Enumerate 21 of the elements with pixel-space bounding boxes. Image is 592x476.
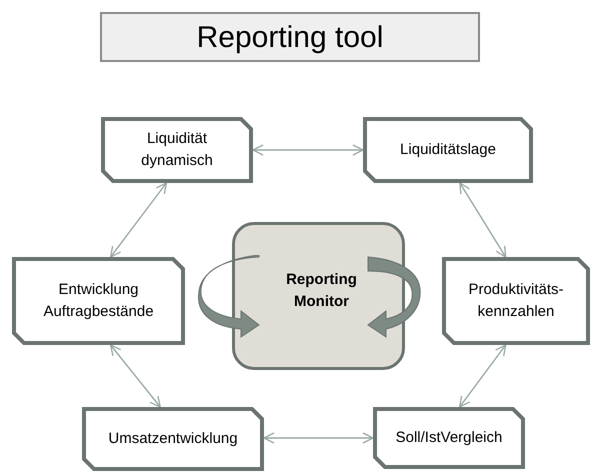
- process-box: [12, 257, 185, 345]
- double-arrow: [110, 182, 167, 258]
- node-label: Soll/IstVergleich: [396, 428, 502, 448]
- node-label: Entwicklung Auftragbestände: [42, 280, 155, 322]
- process-box: [82, 407, 264, 471]
- process-box: [363, 117, 533, 183]
- double-arrow: [459, 344, 506, 408]
- double-arrow: [252, 144, 364, 156]
- node-label: Umsatzentwicklung: [108, 429, 238, 449]
- node-label: Produktivitäts- kennzahlen: [467, 280, 565, 322]
- process-box: [101, 117, 253, 183]
- title-box: [100, 12, 480, 62]
- title-text: Reporting tool: [196, 20, 384, 56]
- double-arrow: [110, 344, 161, 408]
- process-box: [442, 257, 590, 345]
- node-label: Liquiditätslage: [400, 140, 496, 160]
- double-arrow: [459, 182, 506, 258]
- node-label: Liquidität dynamisch: [140, 129, 214, 171]
- double-arrow: [263, 432, 374, 444]
- process-box: [373, 407, 525, 469]
- node-label: Reporting Monitor: [285, 270, 358, 312]
